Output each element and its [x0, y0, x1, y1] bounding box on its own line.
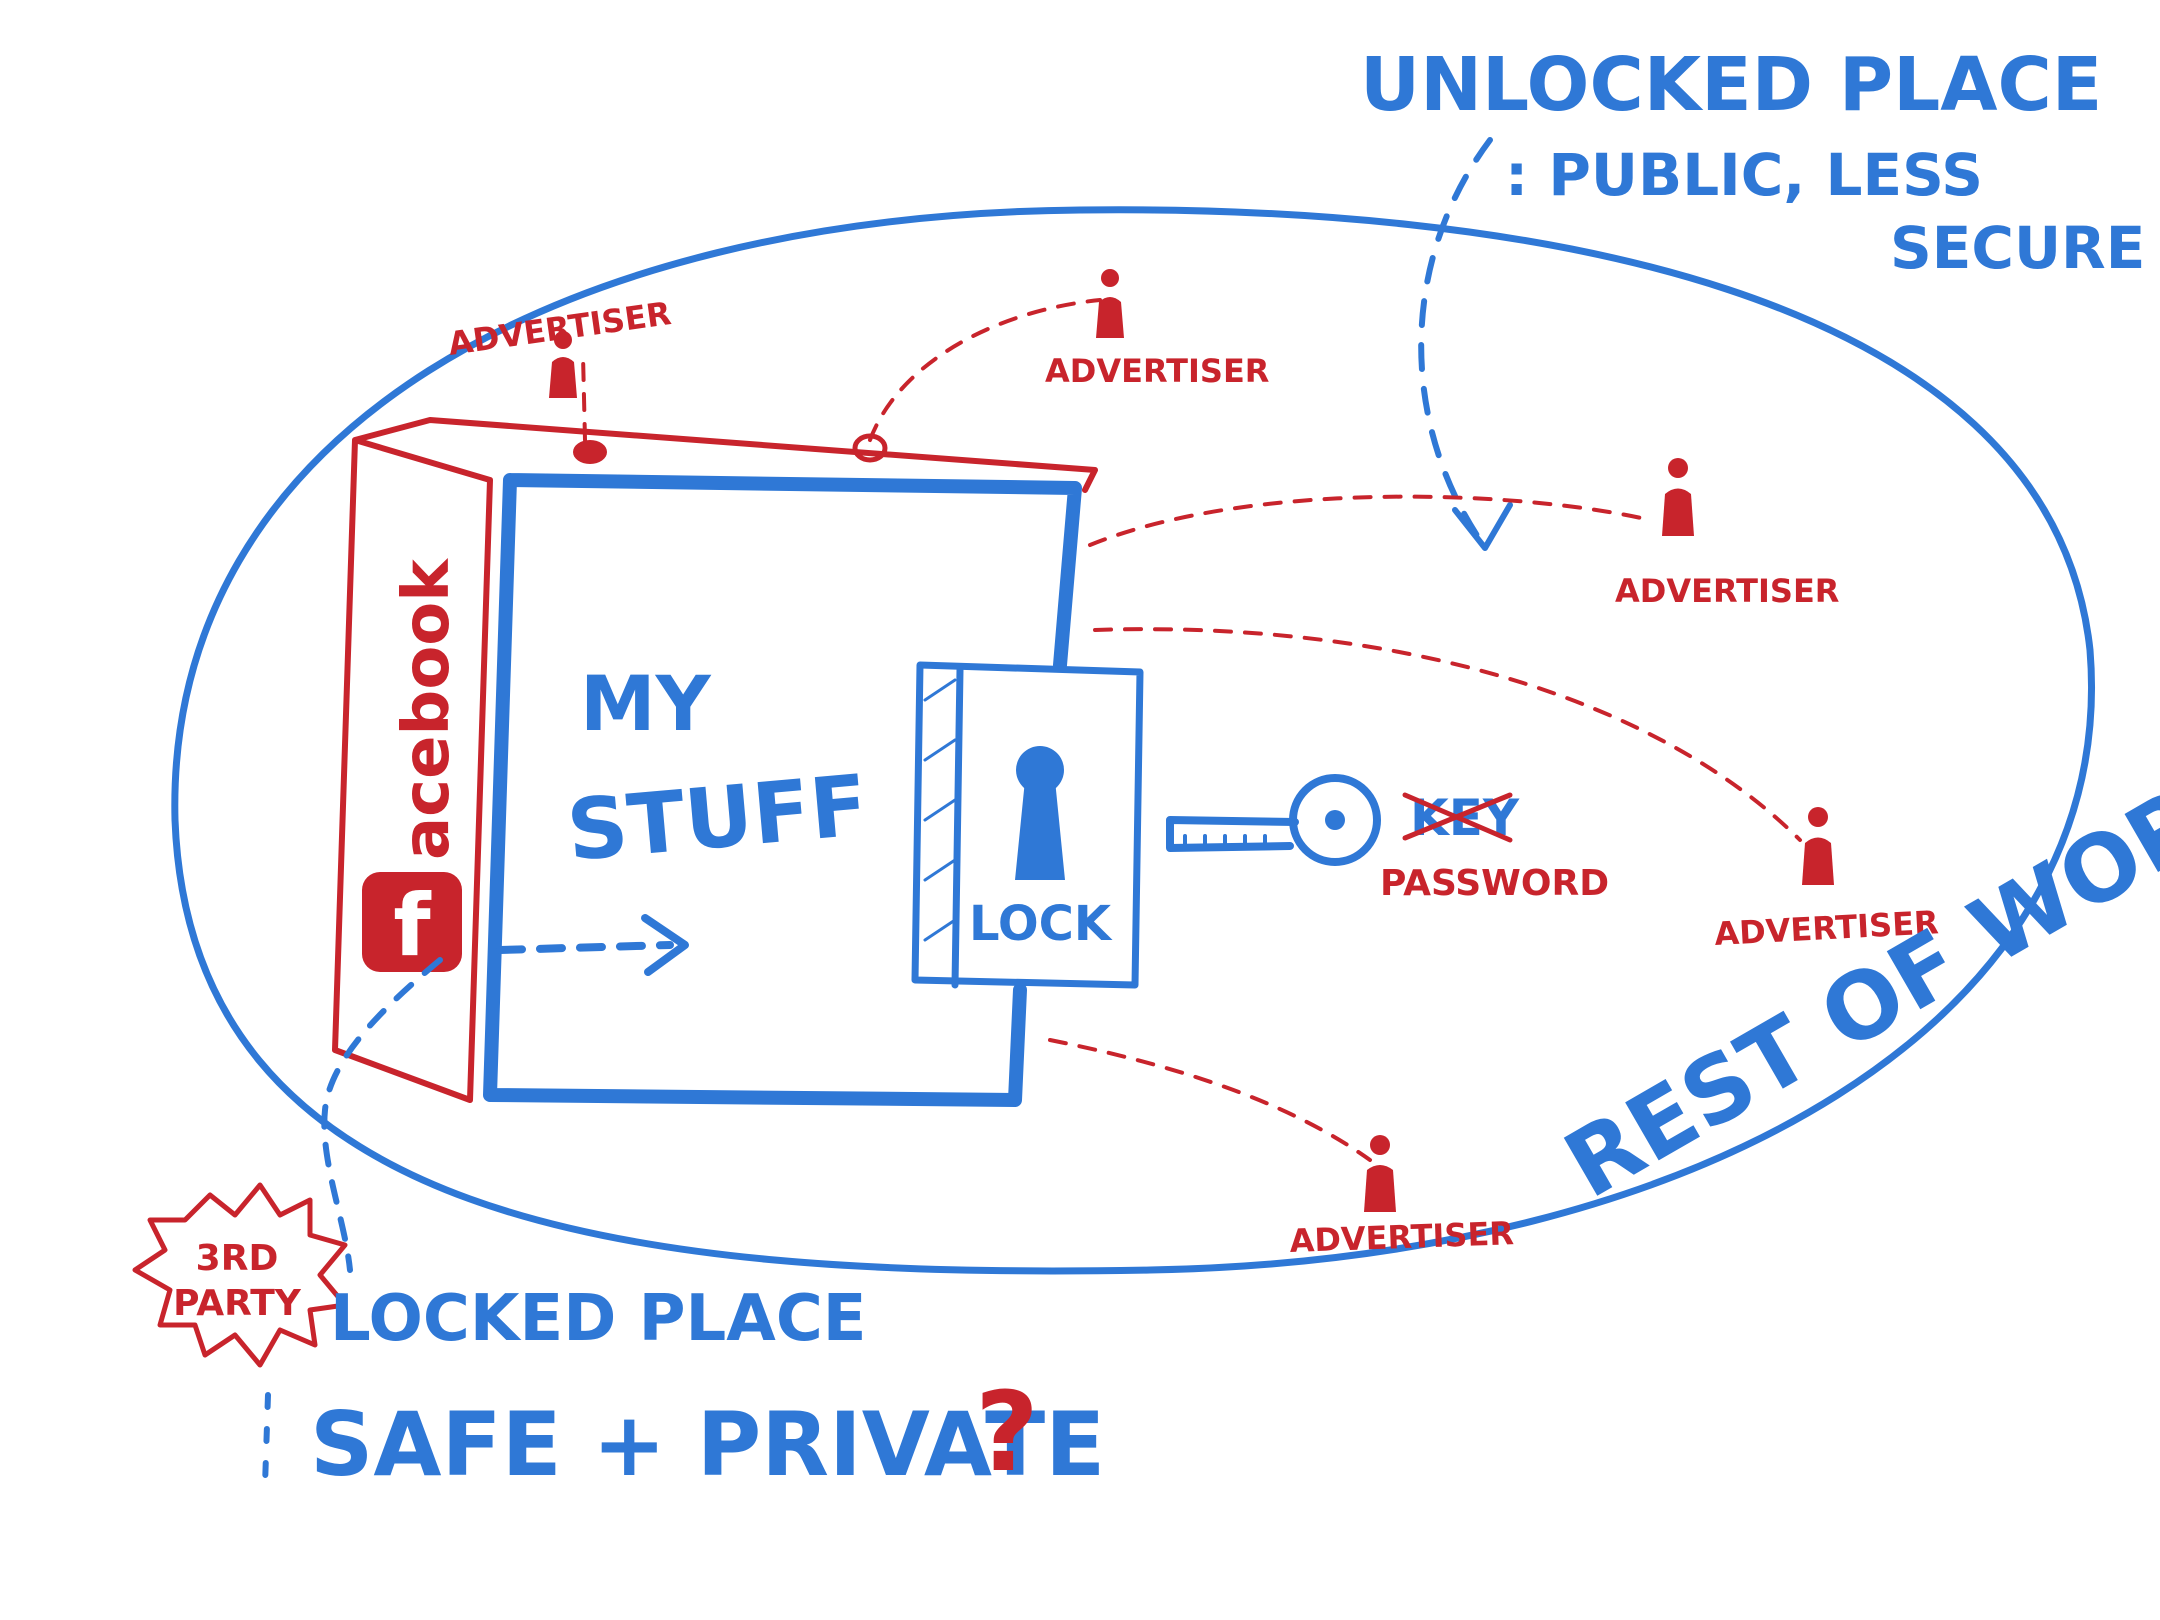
- advertiser-links: [581, 298, 1802, 1162]
- lock-label: LOCK: [969, 896, 1113, 952]
- rest-of-world-oval: [171, 206, 2095, 1275]
- third-party-line1: 3RD: [196, 1238, 279, 1279]
- key-word-strike: [1402, 792, 1513, 843]
- person-icon: [549, 331, 577, 398]
- locked-place-label: LOCKED PLACE: [330, 1282, 867, 1356]
- person-icon: [1096, 269, 1124, 338]
- lock: LOCK: [911, 661, 1144, 989]
- person-icon: [1802, 807, 1834, 885]
- pin-icon: [852, 433, 888, 463]
- question-mark: ?: [975, 1368, 1039, 1496]
- unlocked-place-title: UNLOCKED PLACE: [1360, 42, 2102, 128]
- advertiser-label: ADVERTISER: [1289, 1214, 1515, 1260]
- starburst-badge: 3RD PARTY: [132, 1182, 348, 1368]
- advertiser-label: ADVERTISER: [1045, 352, 1269, 390]
- unlocked-place-sub1: : PUBLIC, LESS: [1505, 141, 1983, 209]
- advertiser: ADVERTISER: [446, 294, 673, 398]
- unlocked-pointer-arrow: [1418, 137, 1493, 543]
- advertiser-label: ADVERTISER: [1615, 572, 1839, 610]
- rest-of-world-label: REST OF WORLD: [1548, 700, 2160, 1219]
- person-icon: [1364, 1135, 1396, 1212]
- person-icon: [1662, 458, 1694, 536]
- locked-pointer-line: [321, 957, 443, 1273]
- key-icon: [1166, 774, 1381, 866]
- facebook-logo-icon: [362, 872, 462, 972]
- locked-pointer-line2: [262, 1392, 271, 1488]
- advertiser: ADVERTISER: [1045, 269, 1269, 390]
- my-label: MY: [580, 659, 712, 748]
- advertiser: ADVERTISER: [1289, 1135, 1515, 1260]
- third-party-line2: PARTY: [173, 1283, 302, 1324]
- unlocked-place-sub2: SECURE :: [1890, 214, 2160, 282]
- facebook-logo-letter: f: [393, 876, 432, 976]
- keyhole-icon: [1015, 746, 1065, 880]
- password-label: PASSWORD: [1380, 863, 1609, 904]
- safe-private-label: SAFE + PRIVATE: [310, 1393, 1105, 1496]
- facebook-spine-text: acebook: [390, 558, 464, 860]
- stuff-label: STUFF: [563, 756, 871, 880]
- unlocked-arrow-head: [1452, 502, 1513, 551]
- advertiser: ADVERTISER: [1615, 458, 1839, 610]
- my-stuff-box: MY STUFF: [483, 473, 1082, 1107]
- pin-icon: [573, 440, 607, 464]
- facebook-book: f acebook: [332, 417, 1098, 1103]
